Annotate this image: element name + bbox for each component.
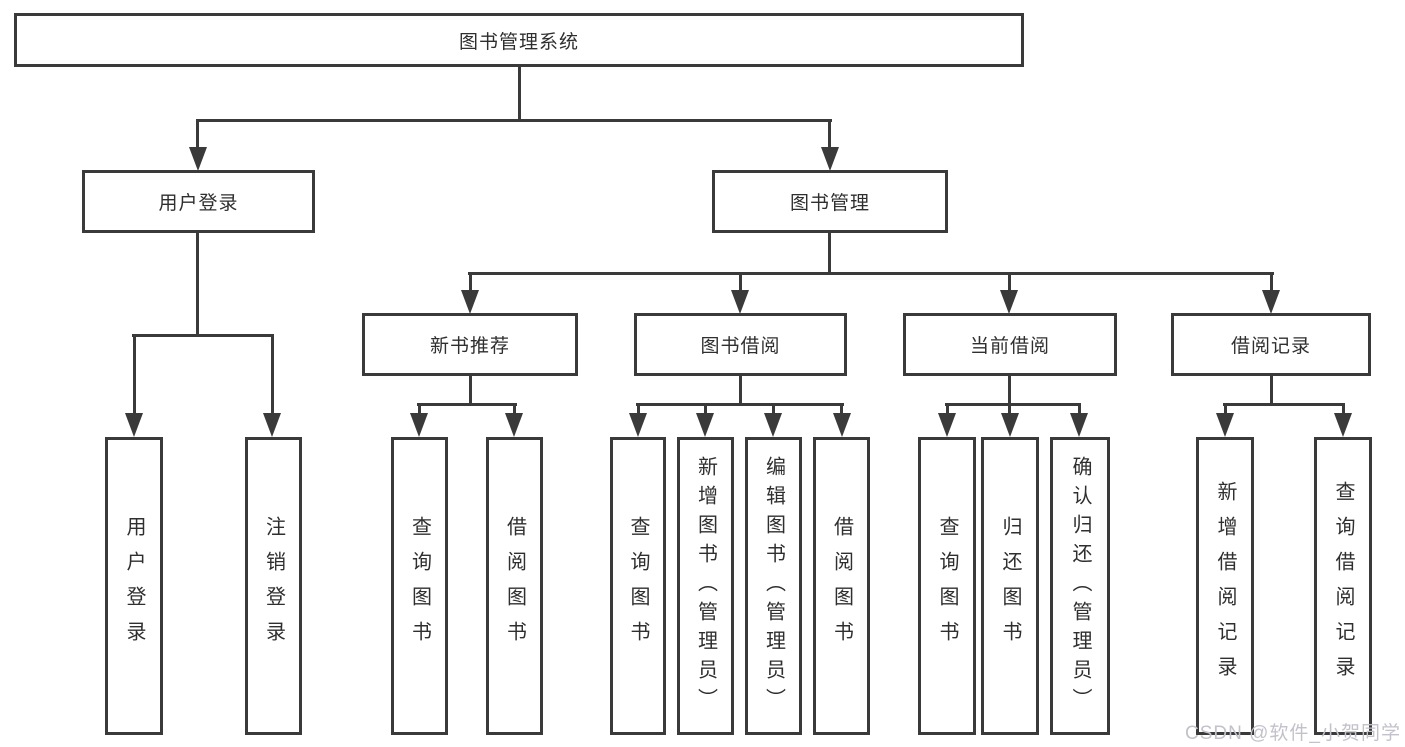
leaf-return-books-label: 归还图书	[999, 516, 1021, 656]
arrow-to-query-books-3	[938, 413, 956, 437]
connector-current-drop-3	[1078, 403, 1081, 415]
connector-borrow-drop-2	[704, 403, 707, 415]
connector-recommend-drop-2	[513, 403, 516, 415]
arrow-to-add-borrow-record	[1216, 413, 1234, 437]
arrow-to-leaf-logout	[263, 413, 281, 437]
connector-login-drop-1	[133, 334, 136, 414]
arrow-to-book-borrowing	[731, 290, 749, 314]
arrow-to-add-books-admin	[696, 413, 714, 437]
arrow-to-query-books-2	[629, 413, 647, 437]
node-book-borrowing-label: 图书借阅	[700, 336, 781, 357]
node-new-book-recommend: 新书推荐	[362, 313, 578, 376]
connector-current-drop-2	[1008, 403, 1011, 415]
connector-login-drop-2	[271, 334, 274, 414]
arrow-to-current-borrowing	[1000, 290, 1018, 314]
leaf-edit-books-admin-label: 编辑图书（管理员）	[762, 455, 785, 717]
leaf-borrow-books-1: 借阅图书	[486, 437, 543, 735]
connector-records-drop	[1270, 272, 1273, 292]
node-new-book-recommend-label: 新书推荐	[429, 336, 510, 357]
watermark: CSDN @软件_小贺同学	[1185, 723, 1401, 744]
connector-records-stem	[1270, 376, 1273, 406]
node-book-management-label: 图书管理	[789, 193, 870, 214]
leaf-return-books: 归还图书	[981, 437, 1039, 735]
node-borrowing-records: 借阅记录	[1171, 313, 1371, 376]
connector-borrow-drop-4	[840, 403, 843, 415]
leaf-query-books-1: 查询图书	[391, 437, 448, 735]
leaf-query-books-1-label: 查询图书	[408, 516, 431, 656]
connector-login-hline	[132, 334, 274, 337]
connector-records-drop-1	[1224, 403, 1227, 415]
connector-recommend-drop	[469, 272, 472, 292]
arrow-to-query-borrow-record	[1334, 413, 1352, 437]
arrow-to-query-books-1	[410, 413, 428, 437]
arrow-to-new-book-recommend	[461, 290, 479, 314]
node-borrowing-records-label: 借阅记录	[1230, 336, 1311, 357]
leaf-confirm-return-admin: 确认归还（管理员）	[1050, 437, 1110, 735]
leaf-borrow-books-2-label: 借阅图书	[830, 516, 853, 656]
connector-borrow-stem	[739, 376, 742, 406]
leaf-borrow-books-2: 借阅图书	[813, 437, 870, 735]
connector-borrow-drop	[739, 272, 742, 292]
connector-user-login-drop	[196, 119, 199, 149]
arrow-to-borrow-books-2	[833, 413, 851, 437]
leaf-logout-login-label: 注销登录	[262, 516, 285, 656]
connector-records-hline	[1223, 403, 1345, 406]
connector-recommend-hline	[417, 403, 517, 406]
leaf-user-login: 用户登录	[105, 437, 163, 735]
arrow-to-confirm-return-admin	[1070, 413, 1088, 437]
leaf-add-borrow-record: 新增借阅记录	[1196, 437, 1254, 735]
connector-level2-hline	[468, 272, 1274, 275]
node-current-borrowing-label: 当前借阅	[969, 336, 1050, 357]
node-book-management: 图书管理	[712, 170, 948, 233]
node-current-borrowing: 当前借阅	[903, 313, 1117, 376]
connector-login-stem	[196, 232, 199, 337]
connector-current-hline	[945, 403, 1081, 406]
connector-level1-hline	[196, 119, 832, 122]
connector-records-drop-2	[1342, 403, 1345, 415]
connector-book-mgmt-drop	[828, 119, 831, 149]
connector-mgmt-stem	[828, 233, 831, 275]
leaf-borrow-books-1-label: 借阅图书	[503, 516, 526, 656]
leaf-query-books-3-label: 查询图书	[936, 516, 958, 656]
connector-recommend-stem	[469, 376, 472, 406]
leaf-logout-login: 注销登录	[245, 437, 302, 735]
connector-current-drop	[1008, 272, 1011, 292]
leaf-add-books-admin-label: 新增图书（管理员）	[694, 455, 717, 717]
connector-current-stem	[1008, 376, 1011, 406]
connector-borrow-hline	[636, 403, 844, 406]
leaf-edit-books-admin: 编辑图书（管理员）	[745, 437, 802, 735]
arrow-to-edit-books-admin	[764, 413, 782, 437]
arrow-to-borrow-books-1	[505, 413, 523, 437]
leaf-query-borrow-record: 查询借阅记录	[1314, 437, 1372, 735]
node-root-label: 图书管理系统	[458, 31, 579, 53]
connector-current-drop-1	[946, 403, 949, 415]
node-book-borrowing: 图书借阅	[634, 313, 847, 376]
leaf-add-books-admin: 新增图书（管理员）	[677, 437, 734, 735]
arrow-to-leaf-user-login	[125, 413, 143, 437]
arrow-to-return-books	[1001, 413, 1019, 437]
node-root: 图书管理系统	[14, 13, 1024, 67]
arrow-to-book-management	[821, 147, 839, 171]
connector-root-stem	[518, 67, 521, 122]
arrow-to-borrowing-records	[1262, 290, 1280, 314]
arrow-to-user-login	[189, 147, 207, 171]
connector-borrow-drop-3	[772, 403, 775, 415]
leaf-query-books-2: 查询图书	[610, 437, 666, 735]
leaf-query-books-2-label: 查询图书	[627, 516, 649, 656]
connector-borrow-drop-1	[637, 403, 640, 415]
leaf-add-borrow-record-label: 新增借阅记录	[1214, 481, 1236, 691]
leaf-user-login-label: 用户登录	[123, 516, 145, 656]
leaf-query-borrow-record-label: 查询借阅记录	[1332, 481, 1354, 691]
leaf-query-books-3: 查询图书	[918, 437, 976, 735]
node-user-login-label: 用户登录	[158, 193, 239, 214]
leaf-confirm-return-admin-label: 确认归还（管理员）	[1069, 455, 1091, 717]
node-user-login: 用户登录	[82, 170, 315, 233]
connector-recommend-drop-1	[418, 403, 421, 415]
